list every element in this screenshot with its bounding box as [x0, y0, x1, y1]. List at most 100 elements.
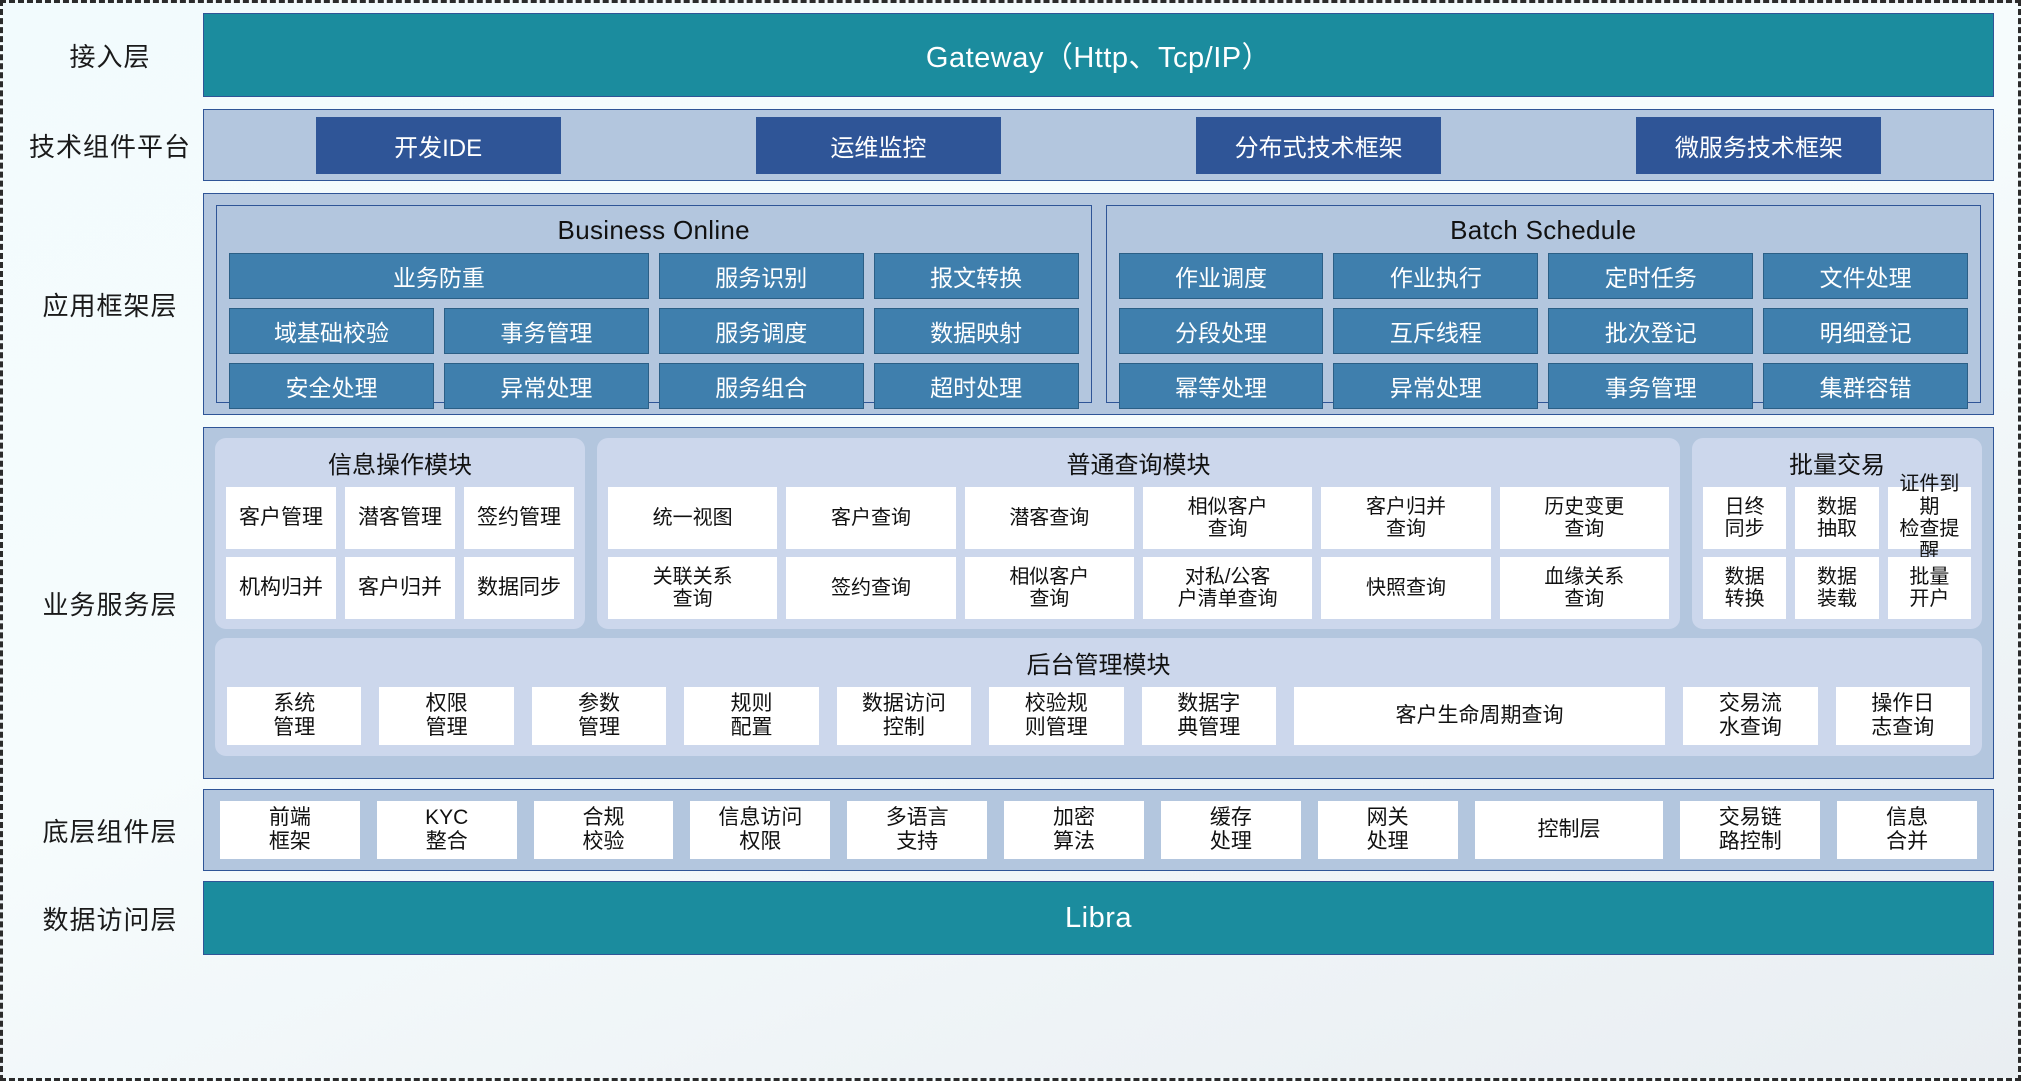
service-tile[interactable]: 血缘关系 查询: [1499, 557, 1669, 619]
module-common-query: 普通查询模块 统一视图 客户查询 潜客查询 相似客户 查询 客户归并 查询 历史…: [597, 438, 1680, 629]
panel-batch-schedule: Batch Schedule 作业调度 作业执行 定时任务 文件处理 分段处理 …: [1105, 205, 1981, 409]
admin-tile[interactable]: 数据访问 控制: [836, 687, 972, 745]
component-tile[interactable]: 交易链 路控制: [1680, 801, 1821, 859]
fx-tile[interactable]: 定时任务: [1548, 253, 1754, 299]
layer-row-base-component: 底层组件层 前端 框架 KYC 整合 合规 校验 信息访问 权限 多语言 支持 …: [17, 789, 1994, 871]
service-tile[interactable]: 批量 开户: [1887, 557, 1971, 619]
service-tile[interactable]: 数据同步: [464, 557, 574, 619]
fx-tile[interactable]: 域基础校验: [229, 308, 434, 354]
fx-tile[interactable]: 幂等处理: [1118, 363, 1324, 409]
fx-tile[interactable]: 批次登记: [1548, 308, 1754, 354]
fx-tile[interactable]: 文件处理: [1763, 253, 1968, 299]
component-tile[interactable]: 多语言 支持: [847, 801, 988, 859]
fx-tile[interactable]: 数据映射: [873, 308, 1079, 354]
admin-tile[interactable]: 客户生命周期查询: [1293, 687, 1666, 745]
service-tile[interactable]: 数据 装载: [1795, 557, 1879, 619]
service-tile[interactable]: 潜客查询: [964, 487, 1134, 549]
component-tile[interactable]: KYC 整合: [376, 801, 517, 859]
gateway-bar[interactable]: Gateway（Http、Tcp/IP）: [203, 13, 1994, 97]
module-info-operation: 信息操作模块 客户管理 潜客管理 签约管理 机构归并 客户归并 数据同步: [215, 438, 585, 629]
fx-tile[interactable]: 业务防重: [229, 253, 649, 299]
component-tile[interactable]: 合规 校验: [533, 801, 674, 859]
module-title-info-operation: 信息操作模块: [328, 452, 472, 479]
admin-tile[interactable]: 交易流 水查询: [1683, 687, 1818, 745]
fx-tile[interactable]: 作业调度: [1118, 253, 1324, 299]
grid-common-query: 统一视图 客户查询 潜客查询 相似客户 查询 客户归并 查询 历史变更 查询 关…: [608, 487, 1669, 619]
fx-tile[interactable]: 作业执行: [1333, 253, 1539, 299]
service-tile[interactable]: 对私/公客 户清单查询: [1142, 557, 1313, 619]
fx-tile[interactable]: 明细登记: [1763, 308, 1968, 354]
component-tile[interactable]: 前端 框架: [220, 801, 360, 859]
component-tile[interactable]: 网关 处理: [1317, 801, 1458, 859]
grid-batch-schedule: 作业调度 作业执行 定时任务 文件处理 分段处理 互斥线程 批次登记 明细登记 …: [1118, 253, 1968, 409]
admin-tile[interactable]: 系统 管理: [227, 687, 362, 745]
fx-tile[interactable]: 服务调度: [658, 308, 864, 354]
service-tile[interactable]: 客户管理: [226, 487, 336, 549]
panel-title-batch-schedule: Batch Schedule: [1450, 215, 1637, 245]
tech-button-ops-monitor[interactable]: 运维监控: [755, 116, 1001, 174]
fx-tile[interactable]: 服务识别: [658, 253, 864, 299]
fx-tile[interactable]: 安全处理: [229, 363, 434, 409]
component-tile[interactable]: 加密 算法: [1004, 801, 1144, 859]
service-tile[interactable]: 证件到期 检查提醒: [1887, 473, 1971, 562]
fx-tile[interactable]: 互斥线程: [1333, 308, 1539, 354]
component-tile[interactable]: 信息 合并: [1837, 801, 1977, 859]
fx-tile[interactable]: 异常处理: [1333, 363, 1539, 409]
tech-platform-strip: 开发IDE 运维监控 分布式技术框架 微服务技术框架: [203, 109, 1994, 181]
business-service-container: 信息操作模块 客户管理 潜客管理 签约管理 机构归并 客户归并 数据同步 普通查…: [203, 427, 1994, 779]
libra-bar[interactable]: Libra: [203, 881, 1994, 955]
layer-label-base-component: 底层组件层: [42, 817, 178, 848]
service-tile[interactable]: 签约管理: [464, 487, 574, 549]
module-title-batch-transaction: 批量交易: [1789, 452, 1885, 479]
fx-tile[interactable]: 分段处理: [1118, 308, 1324, 354]
layer-row-access: 接入层 Gateway（Http、Tcp/IP）: [17, 13, 1994, 97]
business-service-top-row: 信息操作模块 客户管理 潜客管理 签约管理 机构归并 客户归并 数据同步 普通查…: [215, 438, 1982, 629]
layer-label-tech-platform: 技术组件平台: [28, 132, 191, 163]
fx-tile[interactable]: 集群容错: [1763, 363, 1968, 409]
service-tile[interactable]: 潜客管理: [345, 487, 455, 549]
layer-label-business-service: 业务服务层: [42, 590, 178, 621]
admin-tile[interactable]: 校验规 则管理: [989, 687, 1124, 745]
component-tile[interactable]: 缓存 处理: [1160, 801, 1301, 859]
admin-tile[interactable]: 权限 管理: [379, 687, 514, 745]
component-tile[interactable]: 信息访问 权限: [690, 801, 831, 859]
grid-business-online: 业务防重 服务识别 报文转换 域基础校验 事务管理 服务调度 数据映射 安全处理…: [229, 253, 1079, 409]
service-tile[interactable]: 数据 转换: [1703, 557, 1787, 619]
service-tile[interactable]: 数据 抽取: [1795, 487, 1879, 549]
layer-row-tech-platform: 技术组件平台 开发IDE 运维监控 分布式技术框架 微服务技术框架: [17, 109, 1994, 181]
layer-label-app-framework: 应用框架层: [42, 291, 178, 322]
service-tile[interactable]: 机构归并: [226, 557, 336, 619]
service-tile[interactable]: 快照查询: [1321, 557, 1491, 619]
fx-tile[interactable]: 超时处理: [873, 363, 1079, 409]
fx-tile[interactable]: 报文转换: [873, 253, 1079, 299]
fx-tile[interactable]: 服务组合: [658, 363, 864, 409]
fx-tile[interactable]: 事务管理: [1548, 363, 1754, 409]
component-tile[interactable]: 控制层: [1474, 801, 1664, 859]
grid-info-operation: 客户管理 潜客管理 签约管理 机构归并 客户归并 数据同步: [226, 487, 574, 619]
tech-button-microservice-framework[interactable]: 微服务技术框架: [1636, 116, 1882, 174]
admin-tile[interactable]: 参数 管理: [531, 687, 667, 745]
admin-tile[interactable]: 数据字 典管理: [1141, 687, 1276, 745]
panel-business-online: Business Online 业务防重 服务识别 报文转换 域基础校验 事务管…: [216, 205, 1092, 409]
layer-row-data-access: 数据访问层 Libra: [17, 881, 1994, 955]
module-batch-transaction: 批量交易 日终 同步 数据 抽取 证件到期 检查提醒 数据 转换 数据 装载 批…: [1692, 438, 1982, 629]
admin-tile[interactable]: 操作日 志查询: [1835, 687, 1970, 745]
fx-tile[interactable]: 事务管理: [443, 308, 649, 354]
service-tile[interactable]: 统一视图: [608, 487, 778, 549]
tech-button-ide[interactable]: 开发IDE: [315, 116, 561, 174]
tech-button-distributed-framework[interactable]: 分布式技术框架: [1196, 116, 1442, 174]
fx-tile[interactable]: 异常处理: [443, 363, 649, 409]
service-tile[interactable]: 客户查询: [786, 487, 956, 549]
service-tile[interactable]: 日终 同步: [1703, 487, 1787, 549]
admin-tile[interactable]: 规则 配置: [684, 687, 819, 745]
layer-row-business-service: 业务服务层 信息操作模块 客户管理 潜客管理 签约管理 机构归并 客户归并 数据…: [17, 427, 1994, 779]
service-tile[interactable]: 签约查询: [786, 557, 956, 619]
panel-title-business-online: Business Online: [557, 215, 750, 245]
service-tile[interactable]: 相似客户 查询: [1142, 487, 1313, 549]
service-tile[interactable]: 关联关系 查询: [608, 557, 778, 619]
module-title-common-query: 普通查询模块: [1066, 452, 1211, 479]
service-tile[interactable]: 客户归并 查询: [1321, 487, 1491, 549]
service-tile[interactable]: 历史变更 查询: [1499, 487, 1669, 549]
service-tile[interactable]: 客户归并: [345, 557, 455, 619]
service-tile[interactable]: 相似客户 查询: [964, 557, 1134, 619]
